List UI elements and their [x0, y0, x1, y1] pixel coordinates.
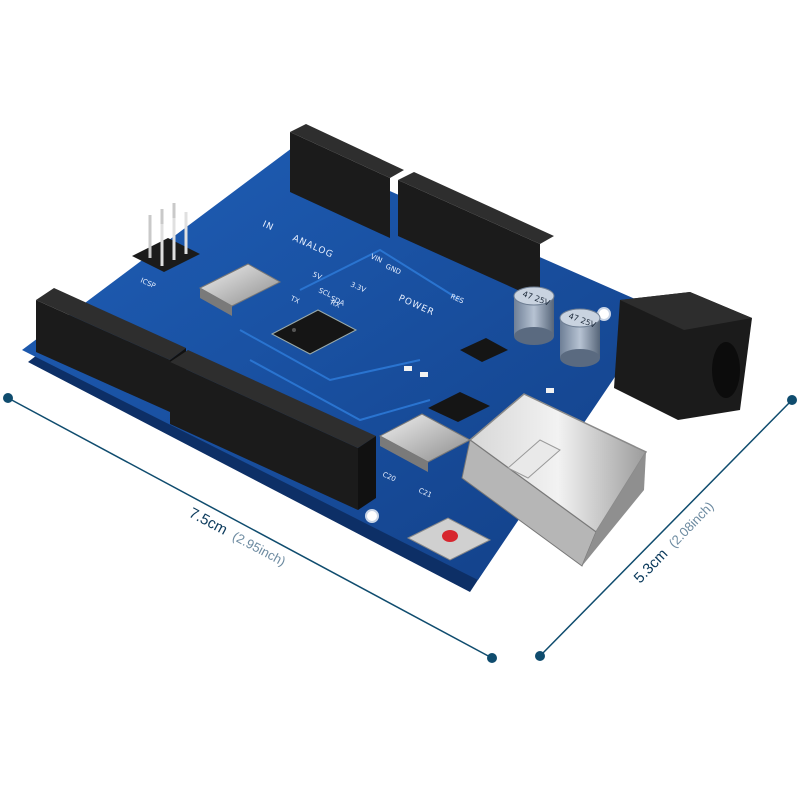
- header-bottom: [170, 350, 376, 510]
- label-5v: 5V: [311, 271, 323, 282]
- height-sub-label: (2.08inch): [666, 499, 717, 551]
- width-sub-label: (2.95inch): [230, 529, 288, 569]
- svg-text:5.3cm (2.08inch): 5.3cm (2.08inch): [631, 498, 718, 587]
- usb-b-port: [461, 393, 648, 567]
- icsp-header: [132, 203, 200, 272]
- usb-serial-chip: [428, 392, 490, 422]
- header-top-analog: [290, 124, 404, 238]
- capacitor-1: 47 25V: [513, 286, 555, 345]
- height-label: 5.3cm: [631, 546, 672, 587]
- label-tx: TX: [288, 294, 301, 305]
- crystal-top: [198, 263, 282, 316]
- dc-power-jack: [614, 292, 752, 420]
- label-rx: RX: [329, 299, 341, 310]
- width-label: 7.5cm: [186, 505, 230, 539]
- leds: [404, 366, 554, 393]
- regulator-chip: [460, 338, 508, 362]
- svg-text:7.5cm (2.95inch): 7.5cm (2.95inch): [186, 505, 289, 570]
- label-in: IN: [261, 220, 275, 234]
- mcu-chip: [270, 309, 358, 355]
- capacitor-2: 47 25V: [559, 308, 601, 367]
- reset-button: [406, 517, 492, 561]
- header-top-power: [398, 172, 554, 300]
